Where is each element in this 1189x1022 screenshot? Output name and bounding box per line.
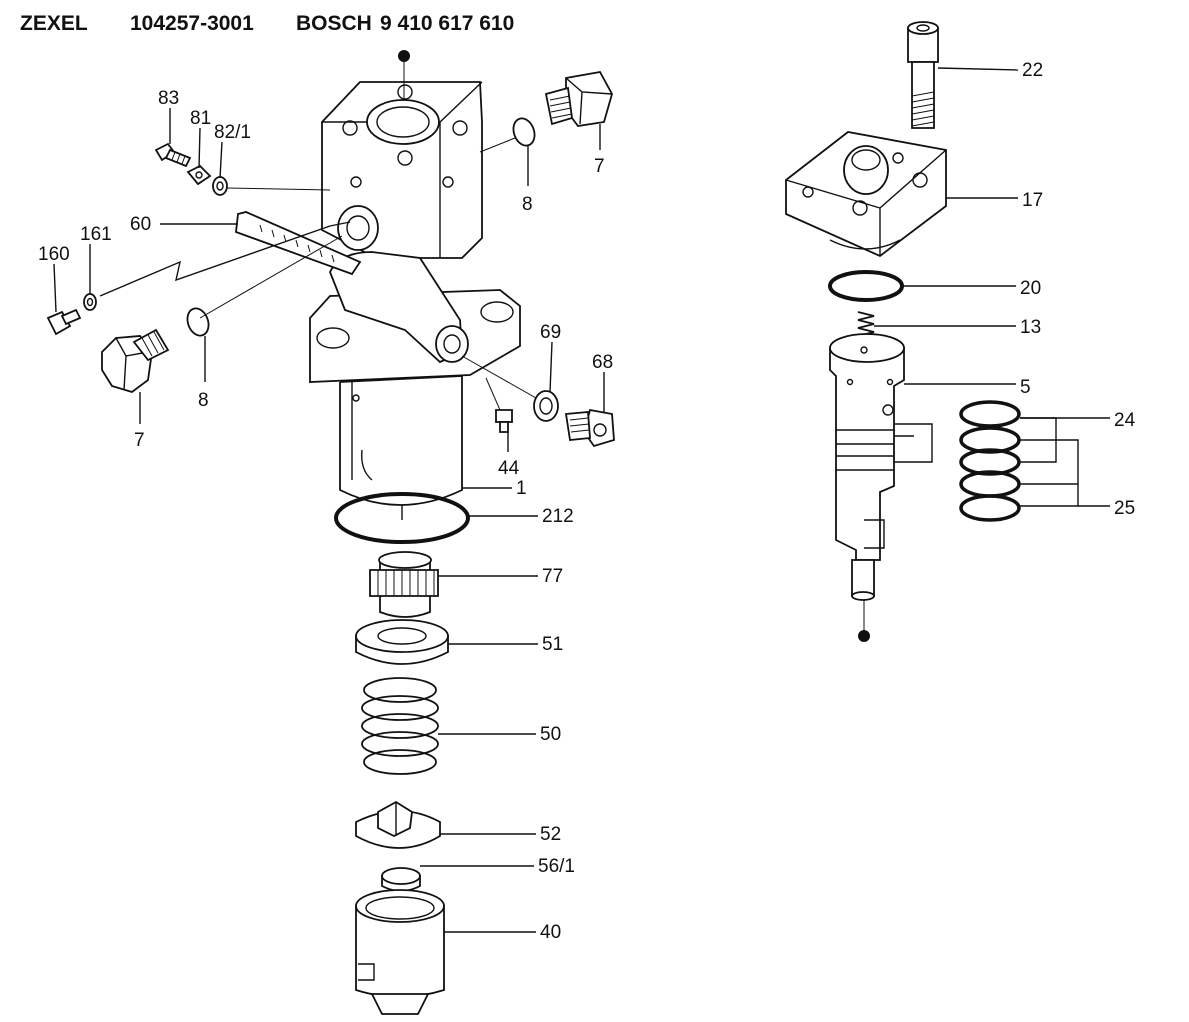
label-40: 40 [540, 922, 561, 943]
reference-dot-right [858, 630, 870, 642]
part-1-pump-housing [309, 81, 521, 520]
label-160: 160 [38, 244, 70, 265]
part-7-plug-left [101, 328, 170, 393]
label-1: 1 [516, 478, 527, 499]
header-brand-bosch: BOSCH [296, 12, 372, 35]
label-8-right: 8 [522, 194, 533, 215]
part-51-upper-spring-seat [355, 619, 449, 665]
label-83: 83 [158, 88, 179, 109]
label-25: 25 [1114, 498, 1135, 519]
part-22-socket-bolt [907, 21, 939, 129]
label-5: 5 [1020, 377, 1031, 398]
label-8-left: 8 [198, 390, 209, 411]
label-50: 50 [540, 724, 561, 745]
label-17: 17 [1022, 190, 1043, 211]
label-77: 77 [542, 566, 563, 587]
part-8-seal-ring-right [512, 117, 536, 147]
label-60: 60 [130, 214, 151, 235]
label-24: 24 [1114, 410, 1136, 431]
part-60-control-rack [235, 211, 362, 276]
part-8-seal-ring-left [186, 307, 210, 337]
label-20: 20 [1020, 278, 1041, 299]
part-5-plunger-barrel [829, 333, 905, 601]
part-24-shim-rings [959, 400, 1021, 476]
part-83-screw [154, 142, 192, 168]
label-13: 13 [1020, 317, 1041, 338]
callouts: 83 81 82/1 60 161 160 7 8 7 8 69 68 [38, 60, 1136, 943]
label-7-right: 7 [594, 156, 605, 177]
label-212: 212 [542, 506, 574, 527]
part-161-seal-washer [83, 293, 97, 311]
label-7-left: 7 [134, 430, 145, 451]
part-56-1-shim [381, 867, 421, 892]
part-20-o-ring [828, 270, 904, 302]
part-52-lower-spring-seat [355, 800, 441, 849]
part-82-1-washer [212, 176, 228, 196]
part-40-roller-tappet [355, 889, 445, 1015]
part-69-washer [533, 390, 559, 422]
part-160-bleed-screw [46, 308, 82, 336]
label-52: 52 [540, 824, 561, 845]
header-brand-zexel: ZEXEL [20, 12, 88, 35]
label-82-1: 82/1 [214, 122, 251, 143]
part-68-hollow-screw [564, 408, 615, 448]
label-81: 81 [190, 108, 211, 129]
header-zexel-part-number: 104257-3001 [130, 12, 254, 35]
part-81-tab-washer [186, 164, 212, 186]
part-44-pin [495, 409, 513, 433]
part-77-control-sleeve [369, 551, 439, 618]
label-161: 161 [80, 224, 112, 245]
part-7-plug-right [544, 71, 613, 127]
part-17-delivery-valve-flange [785, 131, 947, 258]
part-50-plunger-spring [361, 677, 439, 775]
header-bosch-part-number: 9 410 617 610 [380, 12, 514, 35]
label-69: 69 [540, 322, 561, 343]
reference-dot-left [398, 50, 410, 62]
part-25-shim-rings [959, 470, 1021, 522]
label-56-1: 56/1 [538, 856, 575, 877]
part-212-o-ring [334, 492, 470, 544]
label-44: 44 [498, 458, 520, 479]
label-68: 68 [592, 352, 613, 373]
label-51: 51 [542, 634, 563, 655]
label-22: 22 [1022, 60, 1043, 81]
